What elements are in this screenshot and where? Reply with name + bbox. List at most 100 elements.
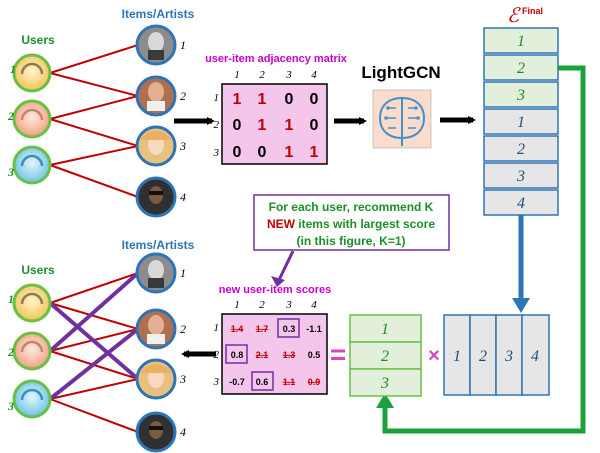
adj-cell: 1: [258, 117, 267, 134]
bottom-recommended-edges: [48, 271, 140, 401]
bottom-existing-edges: [49, 272, 139, 433]
bottom-user-id-3: 3: [7, 399, 14, 413]
top-user-node-1: [12, 53, 52, 93]
times-sign: ×: [428, 345, 440, 367]
top-item-id-4: 4: [180, 190, 186, 204]
score-cell: 1.1: [283, 377, 296, 387]
score-cell: 0.5: [308, 350, 321, 360]
svg-text:3: 3: [516, 168, 525, 185]
top-user-id-1: 1: [10, 62, 16, 76]
svg-text:ℰ: ℰ: [507, 5, 521, 27]
svg-text:1: 1: [214, 92, 220, 104]
adj-cell: 0: [285, 91, 294, 108]
model-label: LightGCN: [361, 63, 440, 82]
top-item-node-3: [135, 125, 177, 167]
recommendation-callout: For each user, recommend K NEW items wit…: [253, 194, 450, 251]
svg-text:1: 1: [234, 299, 240, 311]
blue-item-embedding-arrow: [512, 215, 530, 313]
bottom-item-id-3: 3: [179, 372, 186, 386]
score-cell: 0.9: [308, 377, 321, 387]
svg-text:1: 1: [453, 348, 461, 365]
svg-text:3: 3: [213, 147, 220, 159]
bottom-user-node-1: [12, 283, 52, 323]
score-cell: 1.3: [283, 350, 296, 360]
svg-text:(in this figure, K=1): (in this figure, K=1): [296, 234, 405, 248]
svg-text:2: 2: [517, 60, 525, 77]
svg-text:2: 2: [259, 299, 265, 311]
svg-text:2: 2: [214, 119, 220, 131]
adj-cell: 1: [310, 144, 319, 161]
adj-cell: 1: [285, 117, 294, 134]
svg-text:3: 3: [213, 376, 220, 388]
svg-text:2: 2: [517, 141, 525, 158]
svg-text:4: 4: [517, 195, 525, 212]
bottom-user-id-2: 2: [7, 345, 14, 359]
score-cell: 2.1: [256, 350, 269, 360]
svg-text:1: 1: [214, 322, 220, 334]
scores-matrix-bg: [221, 313, 328, 395]
top-items-label: Items/Artists: [122, 7, 195, 21]
svg-text:2: 2: [214, 349, 220, 361]
svg-text:1: 1: [381, 321, 389, 338]
top-users-label: Users: [21, 33, 55, 47]
user-embedding-labels: 1 2 3: [380, 321, 389, 392]
top-user-node-2: [12, 99, 52, 139]
top-user-node-3: [12, 145, 52, 185]
svg-text:NEW items with largest score: NEW items with largest score: [267, 217, 435, 231]
top-bipartite-edges: [49, 44, 139, 198]
svg-text:1: 1: [234, 69, 240, 81]
top-user-id-3: 3: [7, 165, 14, 179]
svg-text:4: 4: [311, 299, 317, 311]
bottom-users-label: Users: [21, 263, 55, 277]
adj-cell: 0: [233, 117, 242, 134]
scores-matrix-cells: 1.4 1.7 0.3 -1.1 0.8 2.1 1.3 0.5 -0.7 0.…: [229, 324, 322, 387]
score-cell: 0.6: [256, 377, 269, 387]
score-cell: 1.7: [256, 324, 269, 334]
item-embedding-matrix: [443, 314, 550, 396]
adjacency-row-headers: 1 2 3: [213, 92, 220, 159]
adj-cell: 0: [233, 144, 242, 161]
user-embedding-vector: [349, 314, 422, 397]
score-cell: 1.4: [231, 324, 244, 334]
svg-text:Final: Final: [522, 6, 543, 16]
top-item-id-3: 3: [179, 139, 186, 153]
scores-col-headers: 1 2 3 4: [234, 299, 317, 311]
score-cell: -0.7: [229, 377, 245, 387]
svg-text:3: 3: [285, 299, 292, 311]
svg-text:2: 2: [259, 69, 265, 81]
adj-cell: 0: [258, 144, 267, 161]
adjacency-matrix-cells: 1 1 0 0 0 1 1 0 0 0 1 1: [233, 91, 319, 161]
scores-row-headers: 1 2 3: [213, 322, 220, 388]
bottom-item-node-2: [135, 308, 177, 350]
scores-highlight-boxes: [225, 318, 300, 391]
score-cell: 0.8: [231, 350, 244, 360]
svg-text:1: 1: [517, 114, 525, 131]
svg-text:2: 2: [479, 348, 487, 365]
bottom-item-id-1: 1: [180, 266, 186, 280]
top-user-id-2: 2: [7, 109, 14, 123]
top-item-id-2: 2: [180, 89, 186, 103]
top-item-node-4: [135, 176, 177, 218]
top-item-node-1: [135, 24, 177, 66]
green-user-embedding-arrow: [376, 65, 586, 434]
brain-icon: [372, 89, 432, 149]
adj-cell: 1: [233, 91, 242, 108]
svg-text:3: 3: [504, 348, 513, 365]
scores-title: new user-item scores: [219, 284, 332, 296]
bottom-item-id-2: 2: [180, 322, 186, 336]
callout-pointer: [277, 250, 295, 281]
matrix-title: user-item adjacency matrix: [205, 53, 348, 65]
adj-cell: 1: [285, 144, 294, 161]
svg-text:1: 1: [517, 33, 525, 50]
adj-cell: 1: [258, 91, 267, 108]
svg-text:3: 3: [380, 375, 389, 392]
score-cell: -1.1: [306, 324, 322, 334]
top-item-id-1: 1: [180, 38, 186, 52]
bottom-item-node-1: [135, 252, 177, 294]
item-embedding-labels: 1 2 3 4: [453, 348, 539, 365]
adj-cell: 0: [310, 91, 319, 108]
bottom-user-node-2: [12, 331, 52, 371]
top-item-node-2: [135, 75, 177, 117]
adj-cell: 0: [310, 117, 319, 134]
